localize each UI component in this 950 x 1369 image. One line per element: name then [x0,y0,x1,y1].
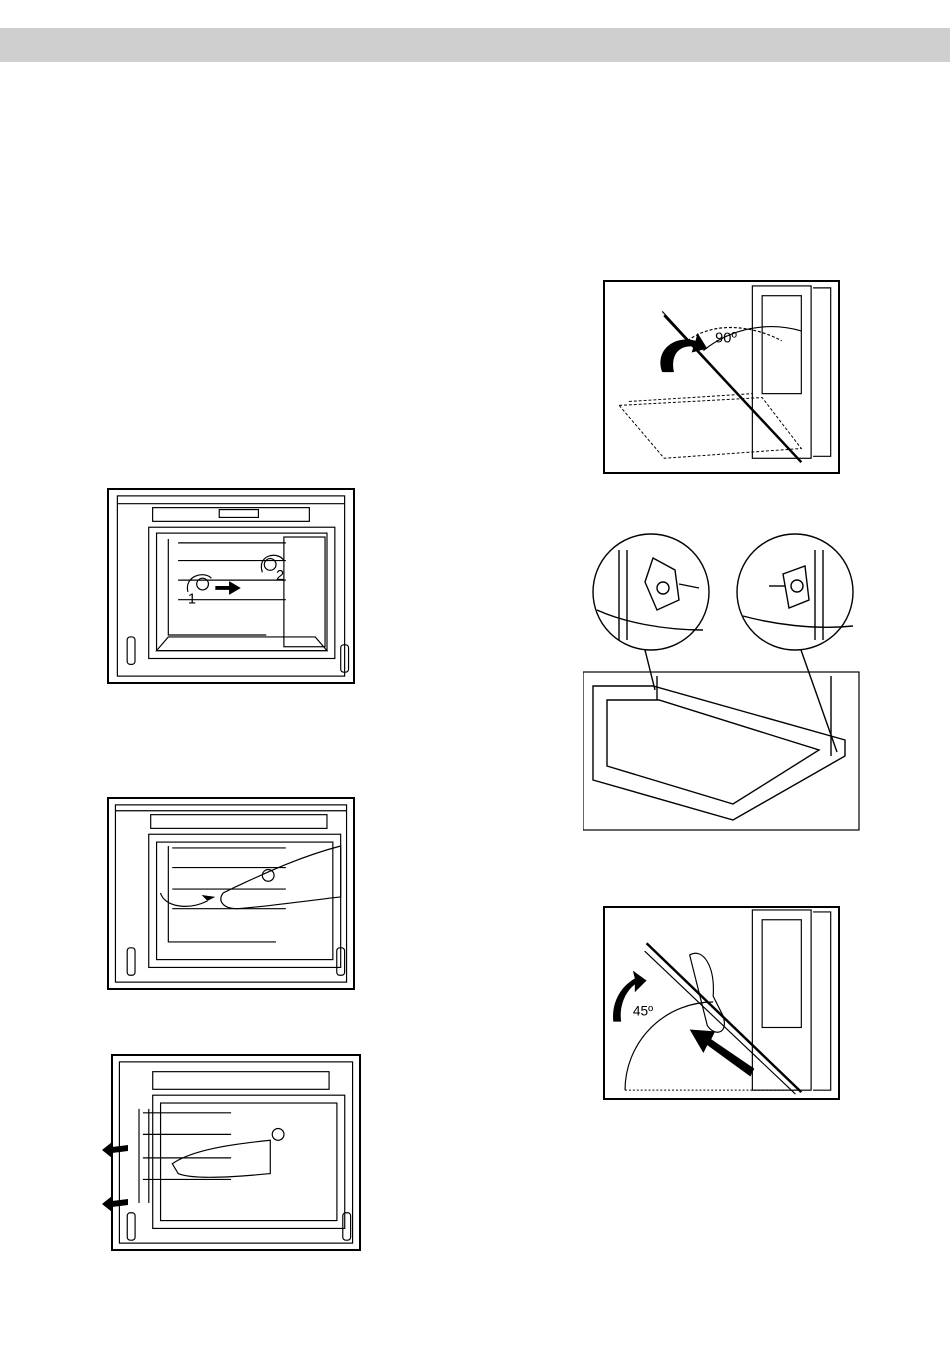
oven-cavity-illustration: 1 2 [109,490,353,682]
door-45-illustration: 45º [605,908,838,1098]
hand-rack-illustration [109,799,353,988]
figure-rack-pull-out [111,1054,361,1251]
angle-label-90: 90º [715,331,737,347]
step-label-2: 2 [276,568,284,584]
door-90-illustration: 90º [605,282,838,472]
figure-rack-rotate [107,797,355,990]
figure-door-90: 90º [603,280,840,474]
figure-hinge-detail [583,530,863,832]
step-label-1: 1 [188,592,196,608]
rack-pull-illustration [113,1056,359,1249]
figure-rack-unscrew: 1 2 [107,488,355,684]
hinge-zoom-left [593,534,709,650]
pull-arrow-upper [100,1138,130,1158]
figure-door-45: 45º [603,906,840,1100]
pull-arrow-lower [100,1192,130,1212]
angle-label-45: 45º [633,1004,653,1019]
header-bar [0,28,950,62]
